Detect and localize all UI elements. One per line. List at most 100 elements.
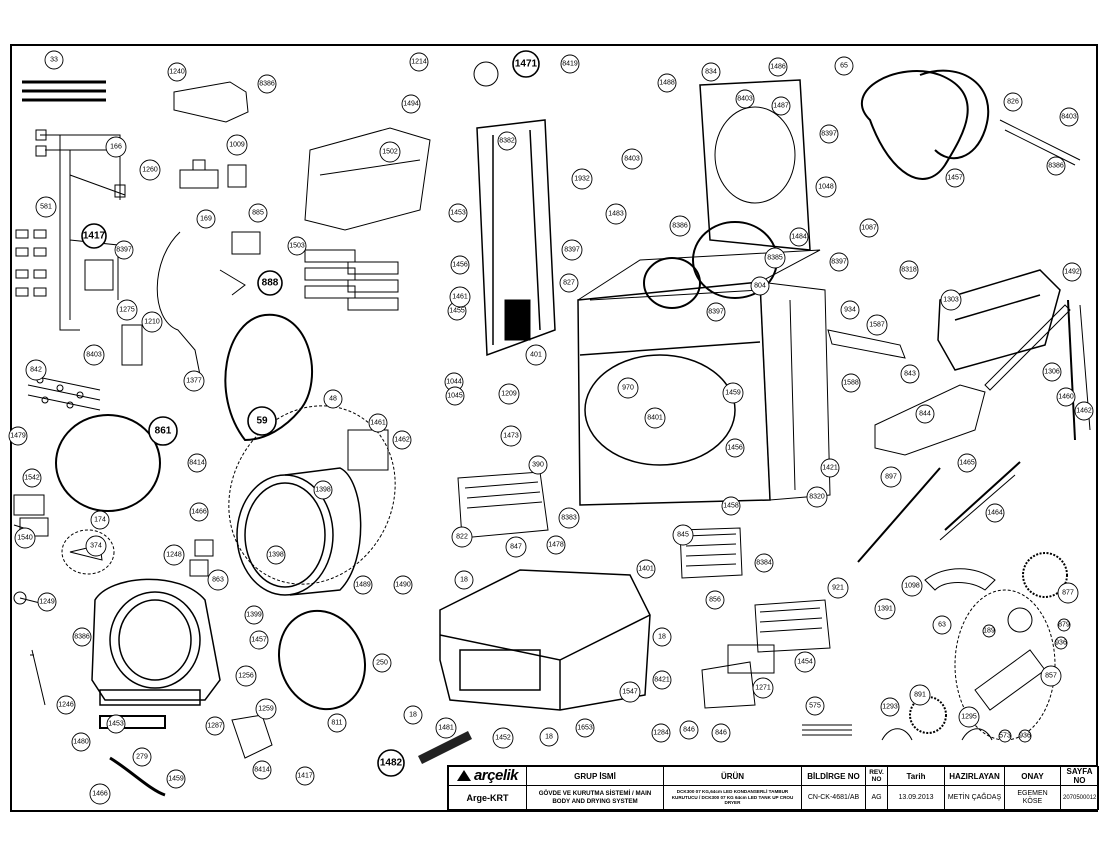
callout-bubble: [445, 386, 465, 406]
part-number-label: 1458: [723, 503, 739, 510]
part-number-label: 1587: [869, 322, 885, 329]
part-callout: 1460: [1056, 387, 1076, 407]
part-number-label: 1473: [503, 433, 519, 440]
part-number-label: 1456: [727, 445, 743, 452]
part-number-label: 1452: [495, 735, 511, 742]
part-number-label: 8382: [499, 138, 515, 145]
callout-bubble: [571, 168, 593, 190]
part-callout: 1456: [450, 255, 470, 275]
callout-bubble: [85, 535, 107, 557]
part-number-label: 1457: [947, 175, 963, 182]
callout-bubble: [139, 159, 161, 181]
callout-bubble: [498, 383, 520, 405]
callout-bubble: [560, 54, 580, 74]
callout-bubble: [83, 344, 105, 366]
part-callout: 8397: [829, 252, 849, 272]
part-number-label: 169: [200, 216, 212, 223]
part-number-label: 1210: [144, 319, 160, 326]
callout-bubble: [945, 168, 965, 188]
part-callout: 8318: [899, 260, 919, 280]
part-callout: 811: [327, 713, 347, 733]
part-number-label: 8401: [647, 415, 663, 422]
part-callout: 844: [915, 404, 935, 424]
part-number-label: 844: [919, 411, 931, 418]
part-callout: 846: [711, 723, 731, 743]
part-callout: 1484: [789, 227, 809, 247]
part-callout: 279: [132, 747, 152, 767]
part-callout: 1480: [71, 732, 91, 752]
callout-bubble: [22, 468, 42, 488]
part-callout: 970: [617, 377, 639, 399]
callout-bubble: [512, 50, 540, 78]
part-number-label: 33: [50, 57, 58, 64]
prepared-value: METİN ÇAĞDAŞ: [944, 785, 1005, 810]
part-number-label: 970: [622, 385, 634, 392]
callout-bubble: [840, 300, 860, 320]
callout-bubble: [1074, 401, 1094, 421]
part-callout: 863: [207, 569, 229, 591]
part-callout: 1209: [498, 383, 520, 405]
callout-bubble: [1018, 729, 1032, 743]
approve-value: EGEMEN KÖSE: [1004, 785, 1061, 810]
part-callout: 1489: [353, 575, 373, 595]
part-number-label: 8386: [1048, 163, 1064, 170]
part-callout: 8320: [806, 486, 828, 508]
part-callout: 845: [672, 524, 694, 546]
callout-bubble: [841, 373, 861, 393]
part-callout: 8382: [497, 131, 517, 151]
callout-bubble: [35, 196, 57, 218]
base-part: [439, 569, 651, 711]
part-callout: 8401: [644, 407, 666, 429]
part-callout: 1482: [377, 749, 405, 777]
callout-bubble: [819, 124, 839, 144]
part-number-label: 846: [683, 727, 695, 734]
part-callout: 842: [25, 359, 47, 381]
part-callout: 18: [652, 627, 672, 647]
part-number-label: 1398: [315, 487, 331, 494]
part-callout: 1048: [815, 176, 837, 198]
part-number-label: 166: [110, 144, 122, 151]
part-callout: 1398: [313, 480, 333, 500]
callout-bubble: [827, 577, 849, 599]
part-number-label: 1487: [773, 103, 789, 110]
part-callout: 877: [1057, 582, 1079, 604]
callout-bubble: [392, 430, 412, 450]
part-number-label: 934: [844, 307, 856, 314]
callout-bubble: [451, 526, 473, 548]
part-callout: 1453: [448, 203, 468, 223]
part-number-label: 1588: [843, 380, 859, 387]
part-callout: 1457: [945, 168, 965, 188]
part-callout: 573: [998, 729, 1012, 743]
title-block: arçelik GRUP İSMİ ÜRÜN BİLDİRGE NO REV. …: [447, 765, 1099, 810]
part-number-label: 1459: [725, 390, 741, 397]
part-callout: 1462: [1074, 401, 1094, 421]
part-callout: 1459: [166, 769, 186, 789]
control-board-part: [173, 81, 249, 123]
callout-bubble: [401, 94, 421, 114]
part-number-label: 1461: [370, 420, 386, 427]
callout-bubble: [106, 714, 126, 734]
part-number-label: 1457: [251, 637, 267, 644]
callout-bubble: [244, 605, 264, 625]
part-callout: 1466: [89, 783, 111, 805]
callout-bubble: [706, 302, 726, 322]
part-number-label: 1214: [411, 59, 427, 66]
part-callout: 1453: [106, 714, 126, 734]
part-number-label: 1459: [168, 776, 184, 783]
callout-bubble: [1059, 107, 1079, 127]
part-number-label: 8384: [756, 560, 772, 567]
part-callout: 8397: [561, 239, 583, 261]
callout-bubble: [287, 236, 307, 256]
part-callout: 1494: [401, 94, 421, 114]
part-callout: 1487: [771, 96, 791, 116]
callout-bubble: [932, 615, 952, 635]
part-callout: 8414: [252, 760, 272, 780]
part-number-label: 897: [885, 474, 897, 481]
callout-bubble: [81, 223, 107, 249]
part-number-label: 8419: [562, 61, 578, 68]
part-number-label: 401: [530, 352, 542, 359]
callout-bubble: [295, 766, 315, 786]
callout-bubble: [806, 486, 828, 508]
part-callout: 1098: [901, 575, 923, 597]
